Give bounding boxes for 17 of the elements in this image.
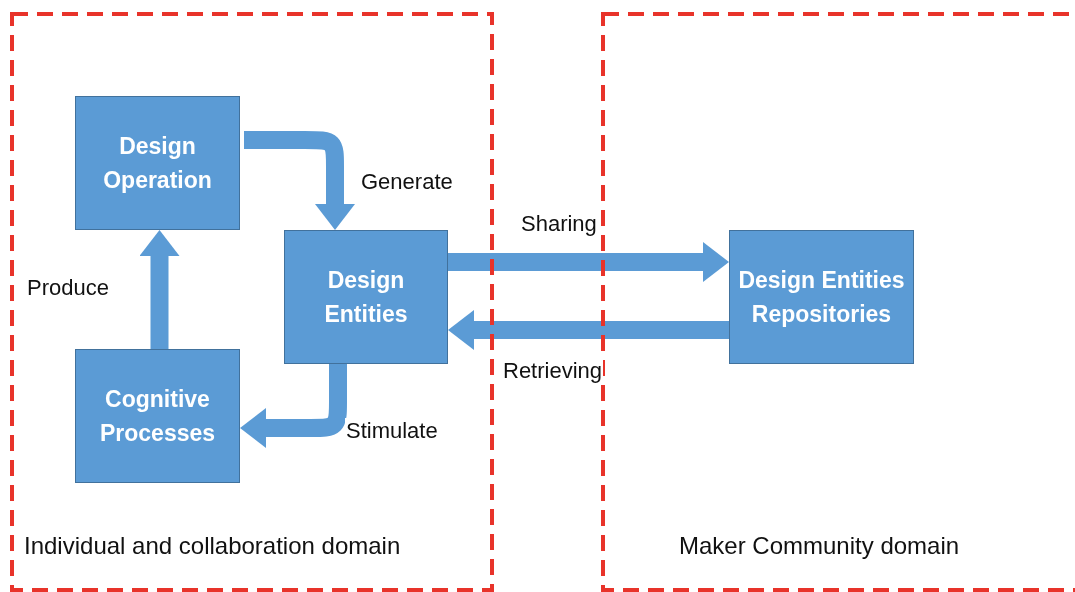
box-label: Cognitive Processes [98, 384, 217, 448]
domain-frame [12, 14, 492, 590]
process-box [284, 230, 448, 364]
block-arrow [448, 242, 729, 282]
domain-label: Individual and collaboration domain [24, 532, 401, 560]
box-label: Design Entities Repositories [737, 265, 906, 329]
domain-frame [603, 14, 1075, 590]
process-box [75, 96, 240, 230]
process-box [729, 230, 914, 364]
edge-label: Retrieving [502, 358, 604, 384]
block-arrow [139, 230, 180, 349]
process-box [75, 349, 240, 483]
block-arrow [448, 310, 729, 350]
domain-label: Maker Community domain [679, 532, 960, 560]
box-label: Design Operation [102, 131, 213, 195]
block-arrow [244, 131, 355, 230]
box-label: Design Entities [323, 265, 409, 329]
